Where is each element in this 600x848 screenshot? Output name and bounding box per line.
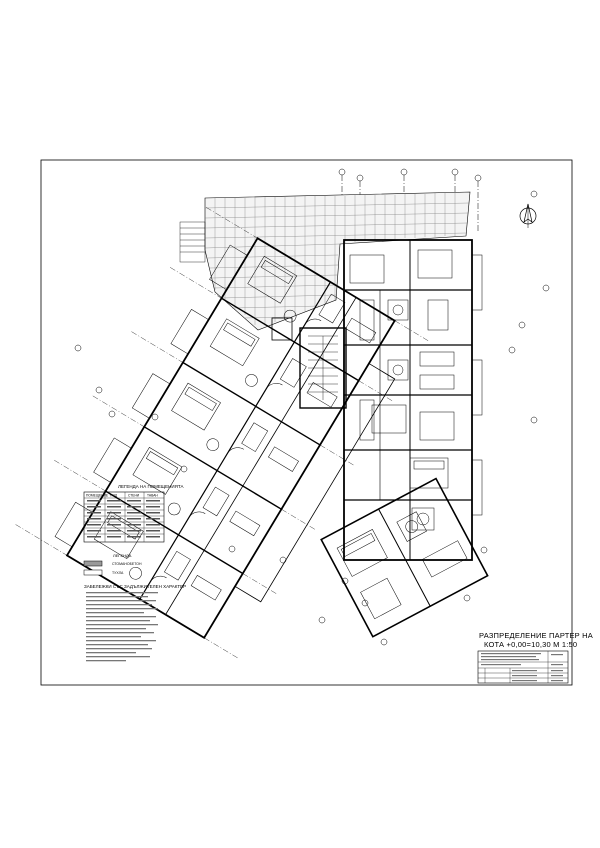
sheet-frame xyxy=(40,159,573,686)
legend-finishes-table: ЛЕГЕНДА НА ПОМЕЩЕНИЯТА ПОМЕЩЕНИЕ ПОД СТЕ… xyxy=(83,484,183,543)
notes-title: ЗАБЕЛЕЖКИ СЪС ЗАДЪЛЖИТЕЛЕН ХАРАКТЕР xyxy=(84,584,186,589)
terrace-stair xyxy=(179,221,206,263)
legend-swatch-brick xyxy=(83,569,103,576)
legend-materials-title: ЛЕГЕНДА xyxy=(113,553,132,558)
building-core xyxy=(271,317,347,409)
legend-swatch-concrete xyxy=(83,560,103,567)
drawing-title-line2: КОТА +0,00=10,30 М 1:50 xyxy=(484,640,577,649)
building-right-wing xyxy=(343,239,483,561)
legend-header-walls: СТЕНИ xyxy=(128,494,140,498)
building-lower-wing xyxy=(320,477,489,638)
legend-header-room: ПОМЕЩЕНИЕ xyxy=(86,494,109,498)
legend-label-brick: ТУХЛА xyxy=(112,571,124,575)
terrace-paving-grid xyxy=(204,191,471,331)
drawing-title-line1: РАЗПРЕДЕЛЕНИЕ ПАРТЕР НА xyxy=(479,631,593,640)
title-block: РАЗПРЕДЕЛЕНИЕ ПАРТЕР НА КОТА +0,00=10,30… xyxy=(477,631,593,684)
legend-header-ceiling: ТАВАН xyxy=(147,494,158,498)
legend-header-floor: ПОД xyxy=(110,494,118,498)
legend-label-concrete: СТОМАНОБЕТОН xyxy=(112,562,142,566)
legend-materials: ЛЕГЕНДА СТОМАНОБЕТОН ТУХЛА xyxy=(83,553,142,576)
north-arrow-icon xyxy=(519,203,537,228)
legend-finishes-title: ЛЕГЕНДА НА ПОМЕЩЕНИЯТА xyxy=(118,484,183,489)
notes-block: ЗАБЕЛЕЖКИ СЪС ЗАДЪЛЖИТЕЛЕН ХАРАКТЕР xyxy=(84,584,186,662)
